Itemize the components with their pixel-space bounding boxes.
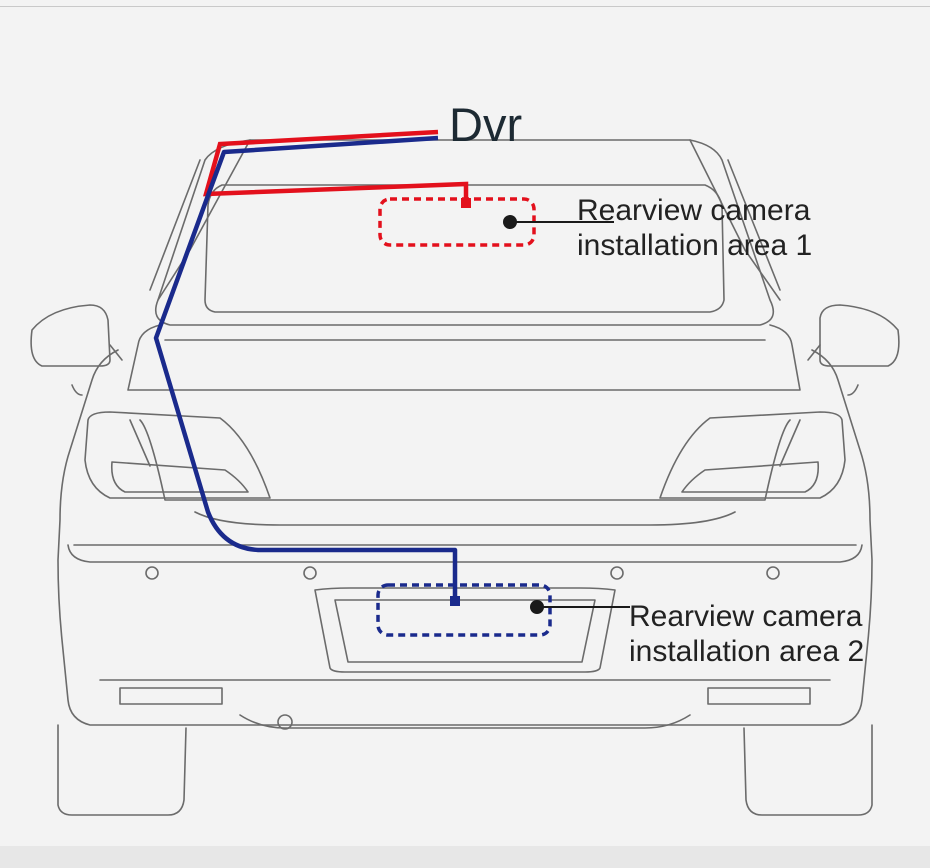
top-divider [0,0,930,7]
area-2-label-line2: installation area 2 [629,634,865,668]
area-1-label: Rearview camera installation area 1 [577,194,812,263]
blue-cable-connector [450,596,460,606]
blue-cable [153,135,458,598]
red-cable-connector [461,198,471,208]
pointer-dot-2 [530,600,544,614]
red-cable [203,129,469,202]
car-rear-outline-icon [30,139,900,816]
area-1-label-line2: installation area 1 [577,228,813,262]
area-1-label-line1: Rearview camera [577,194,811,227]
area-2-label: Rearview camera installation area 2 [629,600,864,669]
bottom-strip [0,846,930,868]
dvr-label: Dvr [449,98,523,151]
pointer-dot-1 [503,215,517,229]
area-2-label-line1: Rearview camera [629,600,863,633]
installation-area-2-box [376,583,552,637]
